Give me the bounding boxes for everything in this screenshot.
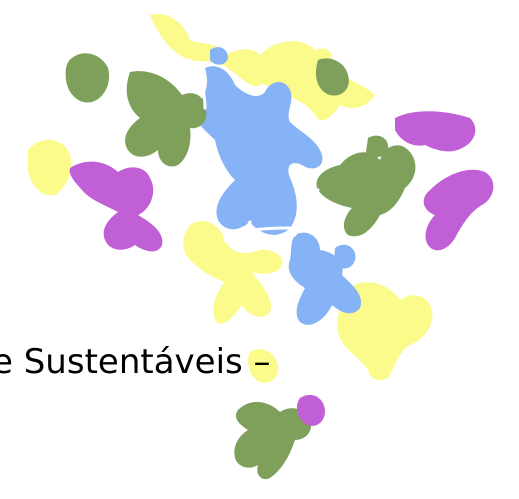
blue-figures (195, 47, 362, 325)
caption-text: e Sustentáveis – (0, 342, 271, 382)
purple-figures (69, 111, 494, 426)
green-figures (65, 53, 416, 480)
mosaic-separators (188, 58, 320, 242)
yellow-figures (28, 14, 433, 383)
